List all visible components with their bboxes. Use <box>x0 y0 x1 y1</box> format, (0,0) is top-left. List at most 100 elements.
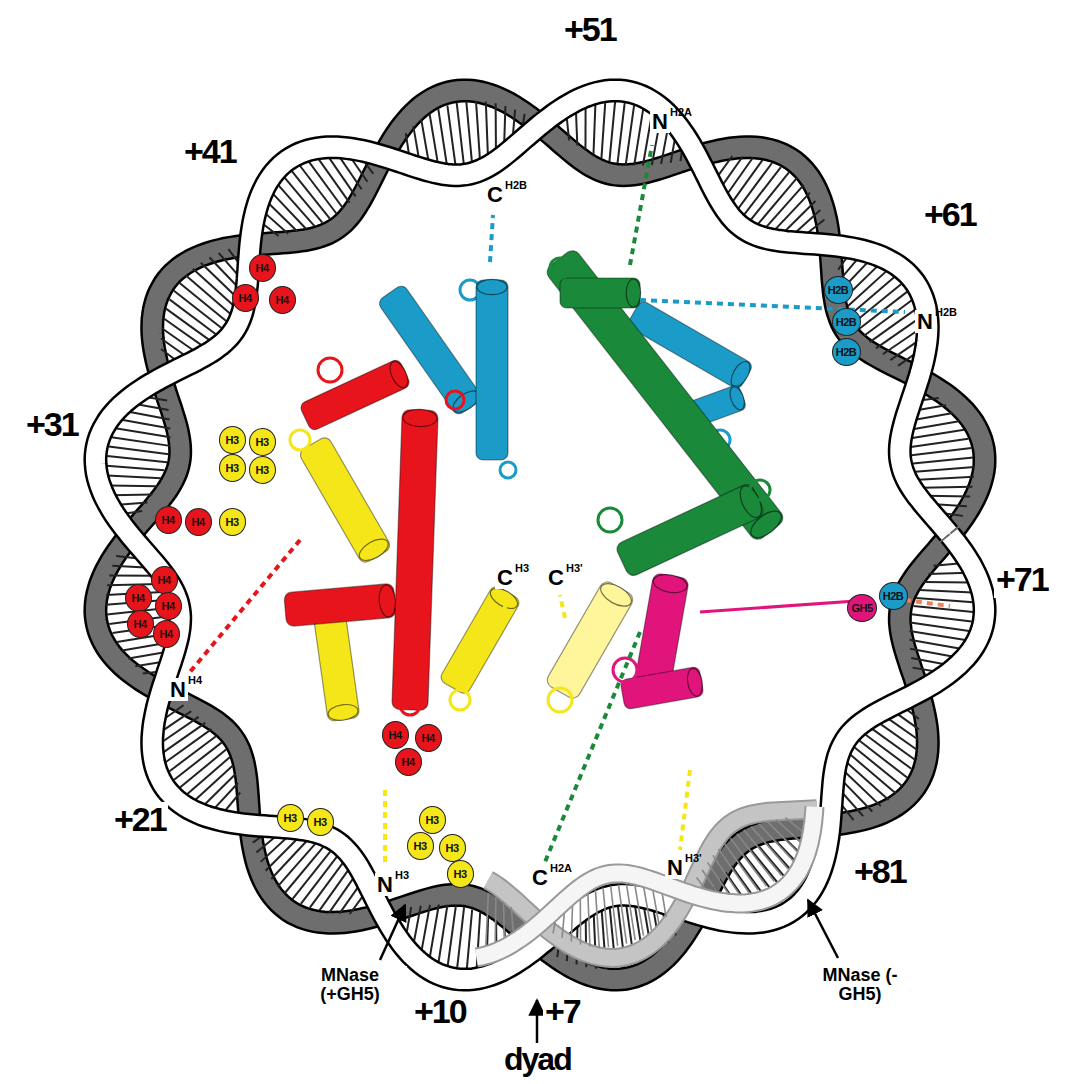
histone-contact-circle: H4 <box>232 284 259 312</box>
histone-name: H2B <box>828 284 849 296</box>
base-pair-line <box>109 447 169 455</box>
histone-name: H3 <box>225 462 238 474</box>
dna-strand-outline <box>477 807 815 958</box>
tail-dashed-line <box>383 790 387 862</box>
base-pair-line <box>267 201 298 231</box>
histone-name: H3 <box>225 434 238 446</box>
loop <box>290 430 310 450</box>
terminus-label: C <box>485 183 505 206</box>
position-number: +61 <box>922 197 978 233</box>
mnase-arrow <box>380 905 405 960</box>
base-pair-line <box>618 103 625 163</box>
helix-end <box>477 279 507 294</box>
histone-name: H4 <box>157 574 170 586</box>
helix-body <box>620 666 704 709</box>
histone-contact-circle: H4 <box>269 286 296 314</box>
mnase-label: MNase (-GH5) <box>803 966 917 1004</box>
base-pair-line <box>918 477 974 480</box>
histone-contact-circle: H2B <box>832 338 861 366</box>
mnase-arrow <box>808 900 838 958</box>
loop <box>613 658 637 682</box>
tail-dashed-line <box>190 540 300 672</box>
base-pair-line <box>430 114 438 164</box>
terminus-superscript: H3 <box>515 563 529 575</box>
histone-contact-circle: H3 <box>307 808 334 836</box>
helix-end <box>652 572 688 595</box>
base-pair-line <box>107 476 161 479</box>
histone-contact-circle: H3 <box>277 804 304 832</box>
base-pair-line <box>494 897 496 944</box>
dna-front-segment <box>477 807 818 958</box>
histone-contact-circle: H4 <box>127 610 154 638</box>
dna-strand-outline <box>95 90 984 979</box>
histone-contact-circle: H3 <box>407 832 434 860</box>
base-pair-line <box>922 487 973 488</box>
helix-body <box>298 435 392 565</box>
position-number: +71 <box>994 562 1050 598</box>
position-number: +7 <box>543 994 582 1030</box>
base-pair-line <box>618 885 626 944</box>
terminus-label: N <box>665 856 685 879</box>
helix-body <box>284 583 397 626</box>
histone-contact-circle: H4 <box>415 724 442 752</box>
base-pair-line <box>635 885 644 936</box>
base-pair-line <box>111 493 152 496</box>
loop <box>750 480 770 500</box>
base-pair-line <box>855 284 902 322</box>
histone-contact-circle: H4 <box>249 254 276 282</box>
histone-name: GH5 <box>851 602 872 614</box>
base-pair-line <box>611 886 618 946</box>
histone-name: H3 <box>283 812 296 824</box>
tail-dashed-line <box>503 595 507 622</box>
helix-cylinder <box>439 584 522 696</box>
histone-contact-circle: H4 <box>153 620 180 648</box>
tail-dashed-line <box>630 145 652 265</box>
histone-name: H4 <box>388 729 401 741</box>
base-pair-line <box>115 428 170 437</box>
loop <box>598 508 622 532</box>
histone-contact-circle: H3 <box>249 428 276 456</box>
terminus-superscript: H2B <box>935 307 957 319</box>
histone-tails <box>190 145 950 862</box>
tail-dashed-line <box>490 215 493 262</box>
base-pair-line <box>447 105 455 164</box>
histone-name: H3 <box>225 516 238 528</box>
base-pair-line <box>911 614 971 621</box>
pointer-arrows <box>380 900 838 1043</box>
base-pair-line <box>421 905 430 953</box>
helix-end <box>727 358 753 389</box>
base-pair-line <box>737 834 774 882</box>
loop <box>400 695 420 715</box>
position-number: +10 <box>412 994 468 1030</box>
base-pair-line <box>109 574 154 576</box>
base-pair-line <box>911 430 964 439</box>
terminus-superscript: H4 <box>188 675 202 687</box>
histone-contact-circle: H4 <box>151 566 178 594</box>
position-number: +31 <box>24 407 80 443</box>
histone-name: H4 <box>421 732 434 744</box>
base-pair-line <box>860 741 907 778</box>
base-pair-line <box>730 838 766 886</box>
base-pair-line <box>920 590 973 592</box>
dna-strand-back <box>95 91 984 980</box>
loop <box>548 688 572 712</box>
base-pair-line <box>466 101 472 161</box>
histone-contact-circle: H4 <box>155 592 182 620</box>
terminus-label: N <box>650 110 670 133</box>
histone-contact-circle: H2B <box>879 582 908 610</box>
histone-name: H2B <box>883 590 904 602</box>
helix-cylinder <box>476 279 508 460</box>
base-pair-line <box>126 411 170 419</box>
histone-contact-circle: H3 <box>439 834 466 862</box>
loop <box>500 462 516 478</box>
base-pair-line <box>910 640 961 649</box>
helix-cylinder <box>620 666 705 710</box>
base-pair-line <box>292 171 330 218</box>
base-pair-line <box>467 909 472 968</box>
base-pair-line <box>724 843 758 890</box>
helix-body <box>544 247 786 542</box>
histone-name: H4 <box>133 618 146 630</box>
histone-name: H3 <box>255 464 268 476</box>
